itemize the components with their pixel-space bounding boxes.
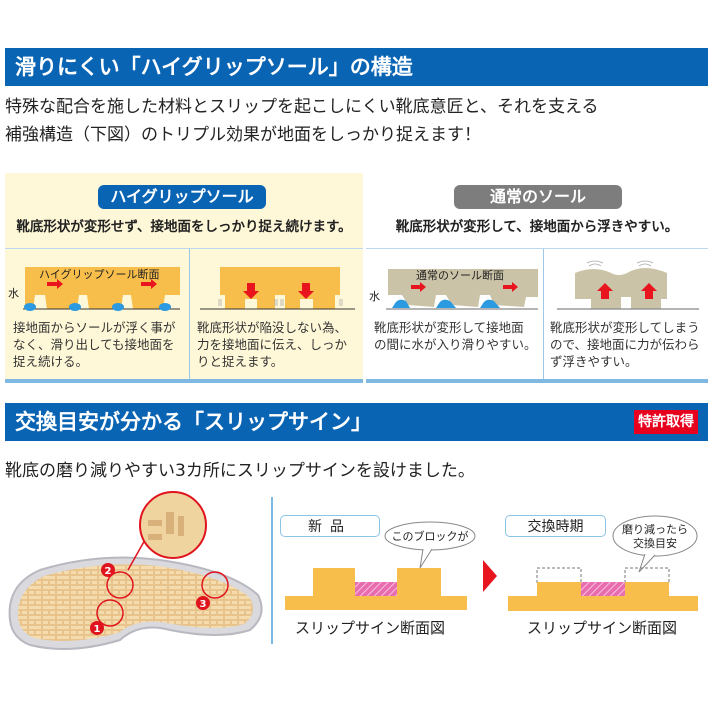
divider — [366, 379, 708, 383]
high-grip-label: ハイグリップソール — [98, 185, 266, 209]
section-title: 滑りにくい「ハイグリップソール」の構造 — [15, 55, 413, 79]
section-header-slip-sign: 交換目安が分かる「スリップサイン」 特許取得 — [5, 403, 708, 441]
svg-text:このブロックが: このブロックが — [392, 529, 469, 543]
svg-text:通常のソール断面: 通常のソール断面 — [416, 268, 504, 282]
svg-text:1: 1 — [94, 624, 101, 635]
marker-2: 2 — [101, 563, 115, 577]
new-slip-sign-diagram: このブロックが — [285, 521, 476, 610]
exchange-label: 交換時期 — [505, 515, 606, 537]
divider — [543, 249, 544, 383]
high-grip-headline: 靴底形状が変形せず、接地面をしっかり捉え続けます。 — [16, 219, 352, 235]
patent-badge: 特許取得 — [634, 410, 698, 434]
divider — [5, 248, 363, 249]
intro-line: 補強構造（下図）のトリプル効果が地面をしっかり捉えます！ — [5, 125, 481, 145]
shoe-sole-illustration: 1 2 3 — [8, 491, 263, 650]
high-grip-desc-right: 靴底形状が陥没しない為、 力を接地面に伝え、しっか りと捉えます。 — [197, 320, 348, 369]
slip-sign-intro: 靴底の磨り減りやすい3カ所にスリップサインを設けました。 — [5, 461, 475, 481]
exchange-caption: スリップサイン断面図 — [527, 619, 678, 637]
normal-sole-lift-diagram — [557, 260, 699, 310]
new-label: 新品 — [280, 515, 380, 537]
svg-text:交換目安: 交換目安 — [633, 536, 677, 550]
normal-sole-label: 通常のソール — [454, 185, 622, 209]
normal-sole-panel: 通常のソール 靴底形状が変形して、接地面から浮きやすい。 通常のソール断面 水 … — [366, 173, 708, 383]
svg-text:水: 水 — [369, 290, 380, 303]
normal-sole-headline: 靴底形状が変形して、接地面から浮きやすい。 — [395, 219, 679, 235]
intro-line: 特殊な配合を施した材料とスリップを起こしにくい靴底意匠と、それを支える — [5, 97, 599, 117]
divider — [189, 249, 190, 383]
normal-sole-desc-left: 靴底形状が変形して接地面 の間に水が入り滑りやすい。 — [374, 320, 537, 352]
divider — [271, 497, 273, 644]
high-grip-desc-left: 接地面からソールが浮く事が なく、滑り出しても接地面を 捉え続ける。 — [13, 320, 176, 369]
section-header-high-grip: 滑りにくい「ハイグリップソール」の構造 — [5, 48, 708, 86]
svg-text:3: 3 — [200, 599, 207, 610]
svg-text:2: 2 — [105, 566, 112, 577]
new-caption: スリップサイン断面図 — [295, 619, 446, 637]
svg-text:磨り減ったら: 磨り減ったら — [622, 522, 688, 536]
normal-sole-desc-right: 靴底形状が変形してしまう ので、接地面に力が伝わら ず浮きやすい。 — [550, 320, 700, 369]
divider — [366, 248, 708, 249]
svg-text:ハイグリップソール断面: ハイグリップソール断面 — [39, 267, 160, 281]
svg-text:水: 水 — [8, 287, 19, 300]
exchange-slip-sign-diagram: 磨り減ったら 交換目安 — [508, 515, 698, 611]
section-title: 交換目安が分かる「スリップサイン」 — [15, 410, 372, 434]
marker-1: 1 — [90, 621, 104, 635]
high-grip-panel: ハイグリップソール 靴底形状が変形せず、接地面をしっかり捉え続けます。 ハイグリ… — [5, 173, 363, 383]
intro-text: 特殊な配合を施した材料とスリップを起こしにくい靴底意匠と、それを支える 補強構造… — [5, 93, 598, 149]
arrow-right-icon — [483, 560, 497, 592]
divider — [5, 379, 363, 383]
marker-3: 3 — [196, 596, 210, 610]
high-grip-pressure-diagram — [200, 267, 355, 310]
normal-sole-cross-section-diagram: 通常のソール断面 水 — [369, 268, 538, 310]
high-grip-cross-section-diagram: ハイグリップソール断面 水 — [8, 267, 180, 311]
